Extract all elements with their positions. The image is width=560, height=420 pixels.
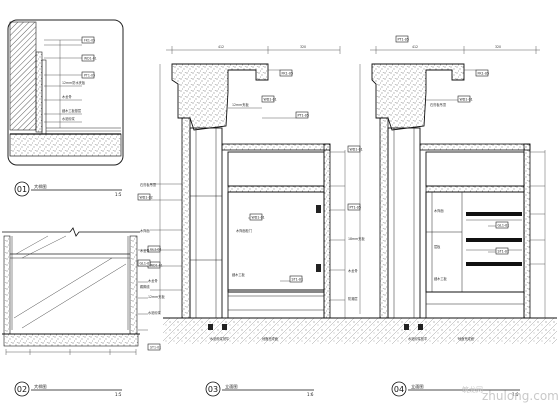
watermark: 筑龙网 zhulong.com — [462, 385, 559, 403]
svg-text:412: 412 — [218, 45, 224, 49]
svg-text:踢脚线: 踢脚线 — [140, 284, 150, 289]
elevation-04-caption: 立面图 — [411, 383, 424, 390]
svg-text:石膏板吊顶: 石膏板吊顶 — [140, 182, 157, 187]
svg-text:石膏板吊顶: 石膏板吊顶 — [430, 102, 447, 107]
svg-text:木饰面柜门: 木饰面柜门 — [236, 228, 252, 233]
svg-text:地面完成面: 地面完成面 — [262, 336, 278, 341]
svg-text:细木工板: 细木工板 — [232, 272, 246, 277]
svg-text:木龙骨: 木龙骨 — [140, 248, 150, 253]
svg-text:ST1-01: ST1-01 — [150, 346, 161, 350]
svg-text:GL1-01: GL1-01 — [498, 224, 510, 228]
svg-text:ST1-01: ST1-01 — [498, 250, 510, 254]
watermark-cn: 筑龙网 — [462, 385, 483, 394]
svg-text:WD1-01: WD1-01 — [350, 148, 363, 152]
svg-text:FK1-05: FK1-05 — [282, 72, 294, 76]
elevation-03-number: 03 — [208, 385, 218, 394]
svg-text:18mm夹板: 18mm夹板 — [348, 236, 365, 241]
elevation-03-scale: 1:6 — [307, 392, 314, 397]
svg-text:WD1-02: WD1-02 — [140, 196, 153, 200]
svg-text:细木工板: 细木工板 — [434, 276, 448, 281]
elevation-04-title: 04 立面图 1:6 — [391, 381, 520, 397]
detail-02-number: 02 — [17, 385, 27, 394]
svg-text:木饰面: 木饰面 — [434, 208, 444, 213]
svg-text:WD1-01: WD1-01 — [150, 264, 163, 268]
svg-text:木龙骨: 木龙骨 — [148, 278, 158, 283]
svg-text:FK1-05: FK1-05 — [84, 39, 95, 43]
svg-text:层板: 层板 — [434, 244, 441, 249]
detail-02-caption: 大样图 — [34, 383, 47, 390]
svg-text:12mm夹板: 12mm夹板 — [232, 102, 249, 107]
svg-text:12mm夹板: 12mm夹板 — [148, 294, 165, 299]
svg-text:PT1-05: PT1-05 — [298, 114, 309, 118]
svg-text:水泥砂浆: 水泥砂浆 — [62, 116, 76, 121]
elevation-04-number: 04 — [394, 385, 404, 394]
detail-01-caption: 大样图 — [34, 183, 47, 190]
svg-text:320: 320 — [495, 45, 501, 49]
svg-text:木饰面: 木饰面 — [140, 228, 150, 233]
detail-02-scale: 1:5 — [115, 392, 122, 397]
elevation-04-scale: 1:6 — [512, 392, 519, 397]
elevation-03-drawing: 412 320 — [137, 45, 365, 344]
svg-text:GL1-01: GL1-01 — [140, 262, 152, 266]
elevation-03-title: 03 立面图 1:6 — [205, 381, 314, 397]
svg-text:细木工板基层: 细木工板基层 — [62, 108, 81, 113]
elevation-03-caption: 立面图 — [225, 383, 238, 390]
svg-text:WD1-01: WD1-01 — [460, 98, 473, 102]
svg-text:GL1-01: GL1-01 — [150, 248, 161, 252]
svg-text:ST1-01: ST1-01 — [292, 278, 304, 282]
svg-text:水泥砂浆找平: 水泥砂浆找平 — [408, 336, 428, 341]
detail-02-title: 02 大样图 1:5 — [14, 381, 122, 397]
watermark-site: zhulong.com — [482, 389, 559, 403]
svg-text:PT1-05: PT1-05 — [398, 38, 409, 42]
svg-text:412: 412 — [412, 45, 418, 49]
svg-text:水泥砂浆找平: 水泥砂浆找平 — [210, 336, 230, 341]
svg-text:WD1-01: WD1-01 — [264, 98, 277, 102]
detail-01-title: 01 大样图 1:5 — [14, 181, 122, 197]
elevation-04-drawing: 412 320 — [359, 35, 557, 344]
svg-text:木龙骨: 木龙骨 — [348, 268, 358, 273]
detail-01-number: 01 — [17, 185, 27, 194]
svg-text:PT1-05: PT1-05 — [84, 74, 95, 78]
svg-text:防潮层: 防潮层 — [348, 296, 358, 301]
svg-text:12mm防水夹板: 12mm防水夹板 — [62, 80, 86, 85]
svg-text:PT1-05: PT1-05 — [350, 206, 361, 210]
svg-text:FK1-05: FK1-05 — [478, 72, 490, 76]
svg-text:木龙骨: 木龙骨 — [62, 94, 72, 99]
detail-01-scale: 1:5 — [115, 192, 122, 197]
svg-text:WD1-01: WD1-01 — [84, 57, 97, 61]
svg-text:地面完成面: 地面完成面 — [458, 336, 474, 341]
svg-text:320: 320 — [300, 45, 306, 49]
svg-text:水泥砂浆: 水泥砂浆 — [148, 310, 162, 315]
svg-text:WD1-01: WD1-01 — [252, 216, 265, 220]
